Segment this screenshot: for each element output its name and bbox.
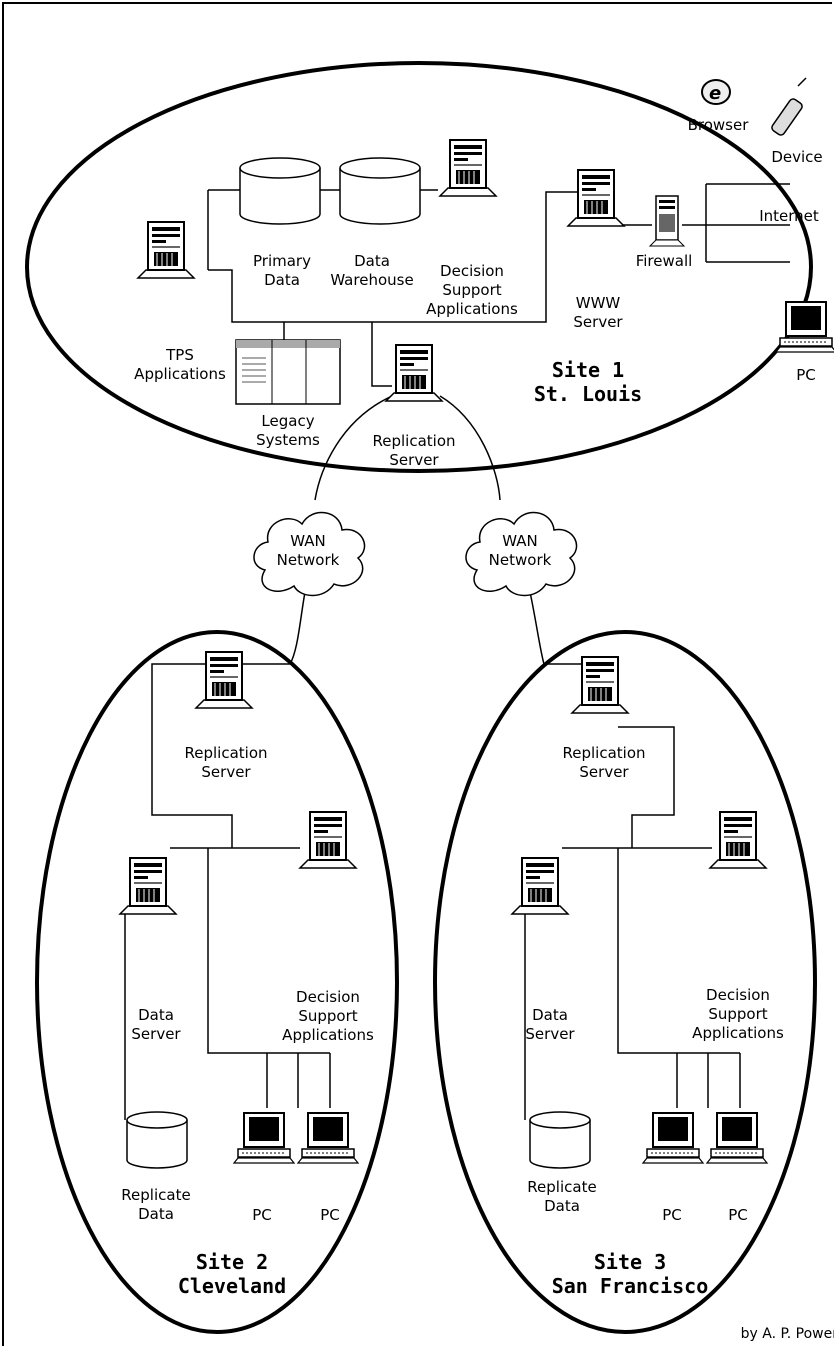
site3-data-server-icon bbox=[511, 857, 569, 915]
site3-pc2-label: PC bbox=[728, 1206, 748, 1224]
firewall-icon bbox=[648, 195, 686, 247]
site1-network-lines bbox=[207, 183, 790, 387]
site2-replicate-data-db-icon bbox=[126, 1111, 188, 1169]
data-warehouse-db-icon bbox=[339, 157, 421, 225]
site3-boundary bbox=[433, 630, 817, 1334]
device-icon bbox=[771, 77, 807, 136]
site3-replicate-data-db-icon bbox=[529, 1111, 591, 1169]
site2-pc1-icon bbox=[233, 1112, 295, 1164]
site3-network-lines bbox=[524, 726, 741, 1120]
site3-replication-server-icon bbox=[571, 656, 629, 714]
browser-icon: e bbox=[701, 79, 731, 105]
site2-pc2-icon bbox=[297, 1112, 359, 1164]
site2-network-lines bbox=[124, 663, 331, 1120]
primary-data-db-icon bbox=[239, 157, 321, 225]
internet-label: Internet bbox=[759, 207, 819, 225]
device-label: Device bbox=[771, 148, 823, 166]
author-credit: by A. P. Power bbox=[740, 1326, 834, 1342]
site2-pc1-label: PC bbox=[252, 1206, 272, 1224]
site1-boundary bbox=[25, 61, 813, 473]
site3-decision-support-server-icon bbox=[709, 811, 767, 869]
firewall-label: Firewall bbox=[635, 252, 693, 270]
site2-decision-support-server-icon bbox=[299, 811, 357, 869]
site2-data-server-icon bbox=[119, 857, 177, 915]
site2-pc2-label: PC bbox=[320, 1206, 340, 1224]
www-server-icon bbox=[567, 169, 625, 227]
external-pc-icon bbox=[775, 301, 834, 353]
tps-server-icon bbox=[137, 221, 195, 279]
svg-text:e: e bbox=[709, 83, 721, 104]
site3-pc2-icon bbox=[706, 1112, 768, 1164]
external-pc-label: PC bbox=[796, 366, 816, 384]
replication-server-icon bbox=[385, 344, 443, 402]
site3-pc1-icon bbox=[642, 1112, 704, 1164]
browser-label: Browser bbox=[687, 116, 749, 134]
legacy-systems-icon bbox=[235, 339, 341, 405]
site2-boundary bbox=[35, 630, 399, 1334]
decision-support-server-icon bbox=[439, 139, 497, 197]
site2-replication-server-icon bbox=[195, 651, 253, 709]
wan-links bbox=[240, 395, 582, 665]
site3-pc1-label: PC bbox=[662, 1206, 682, 1224]
